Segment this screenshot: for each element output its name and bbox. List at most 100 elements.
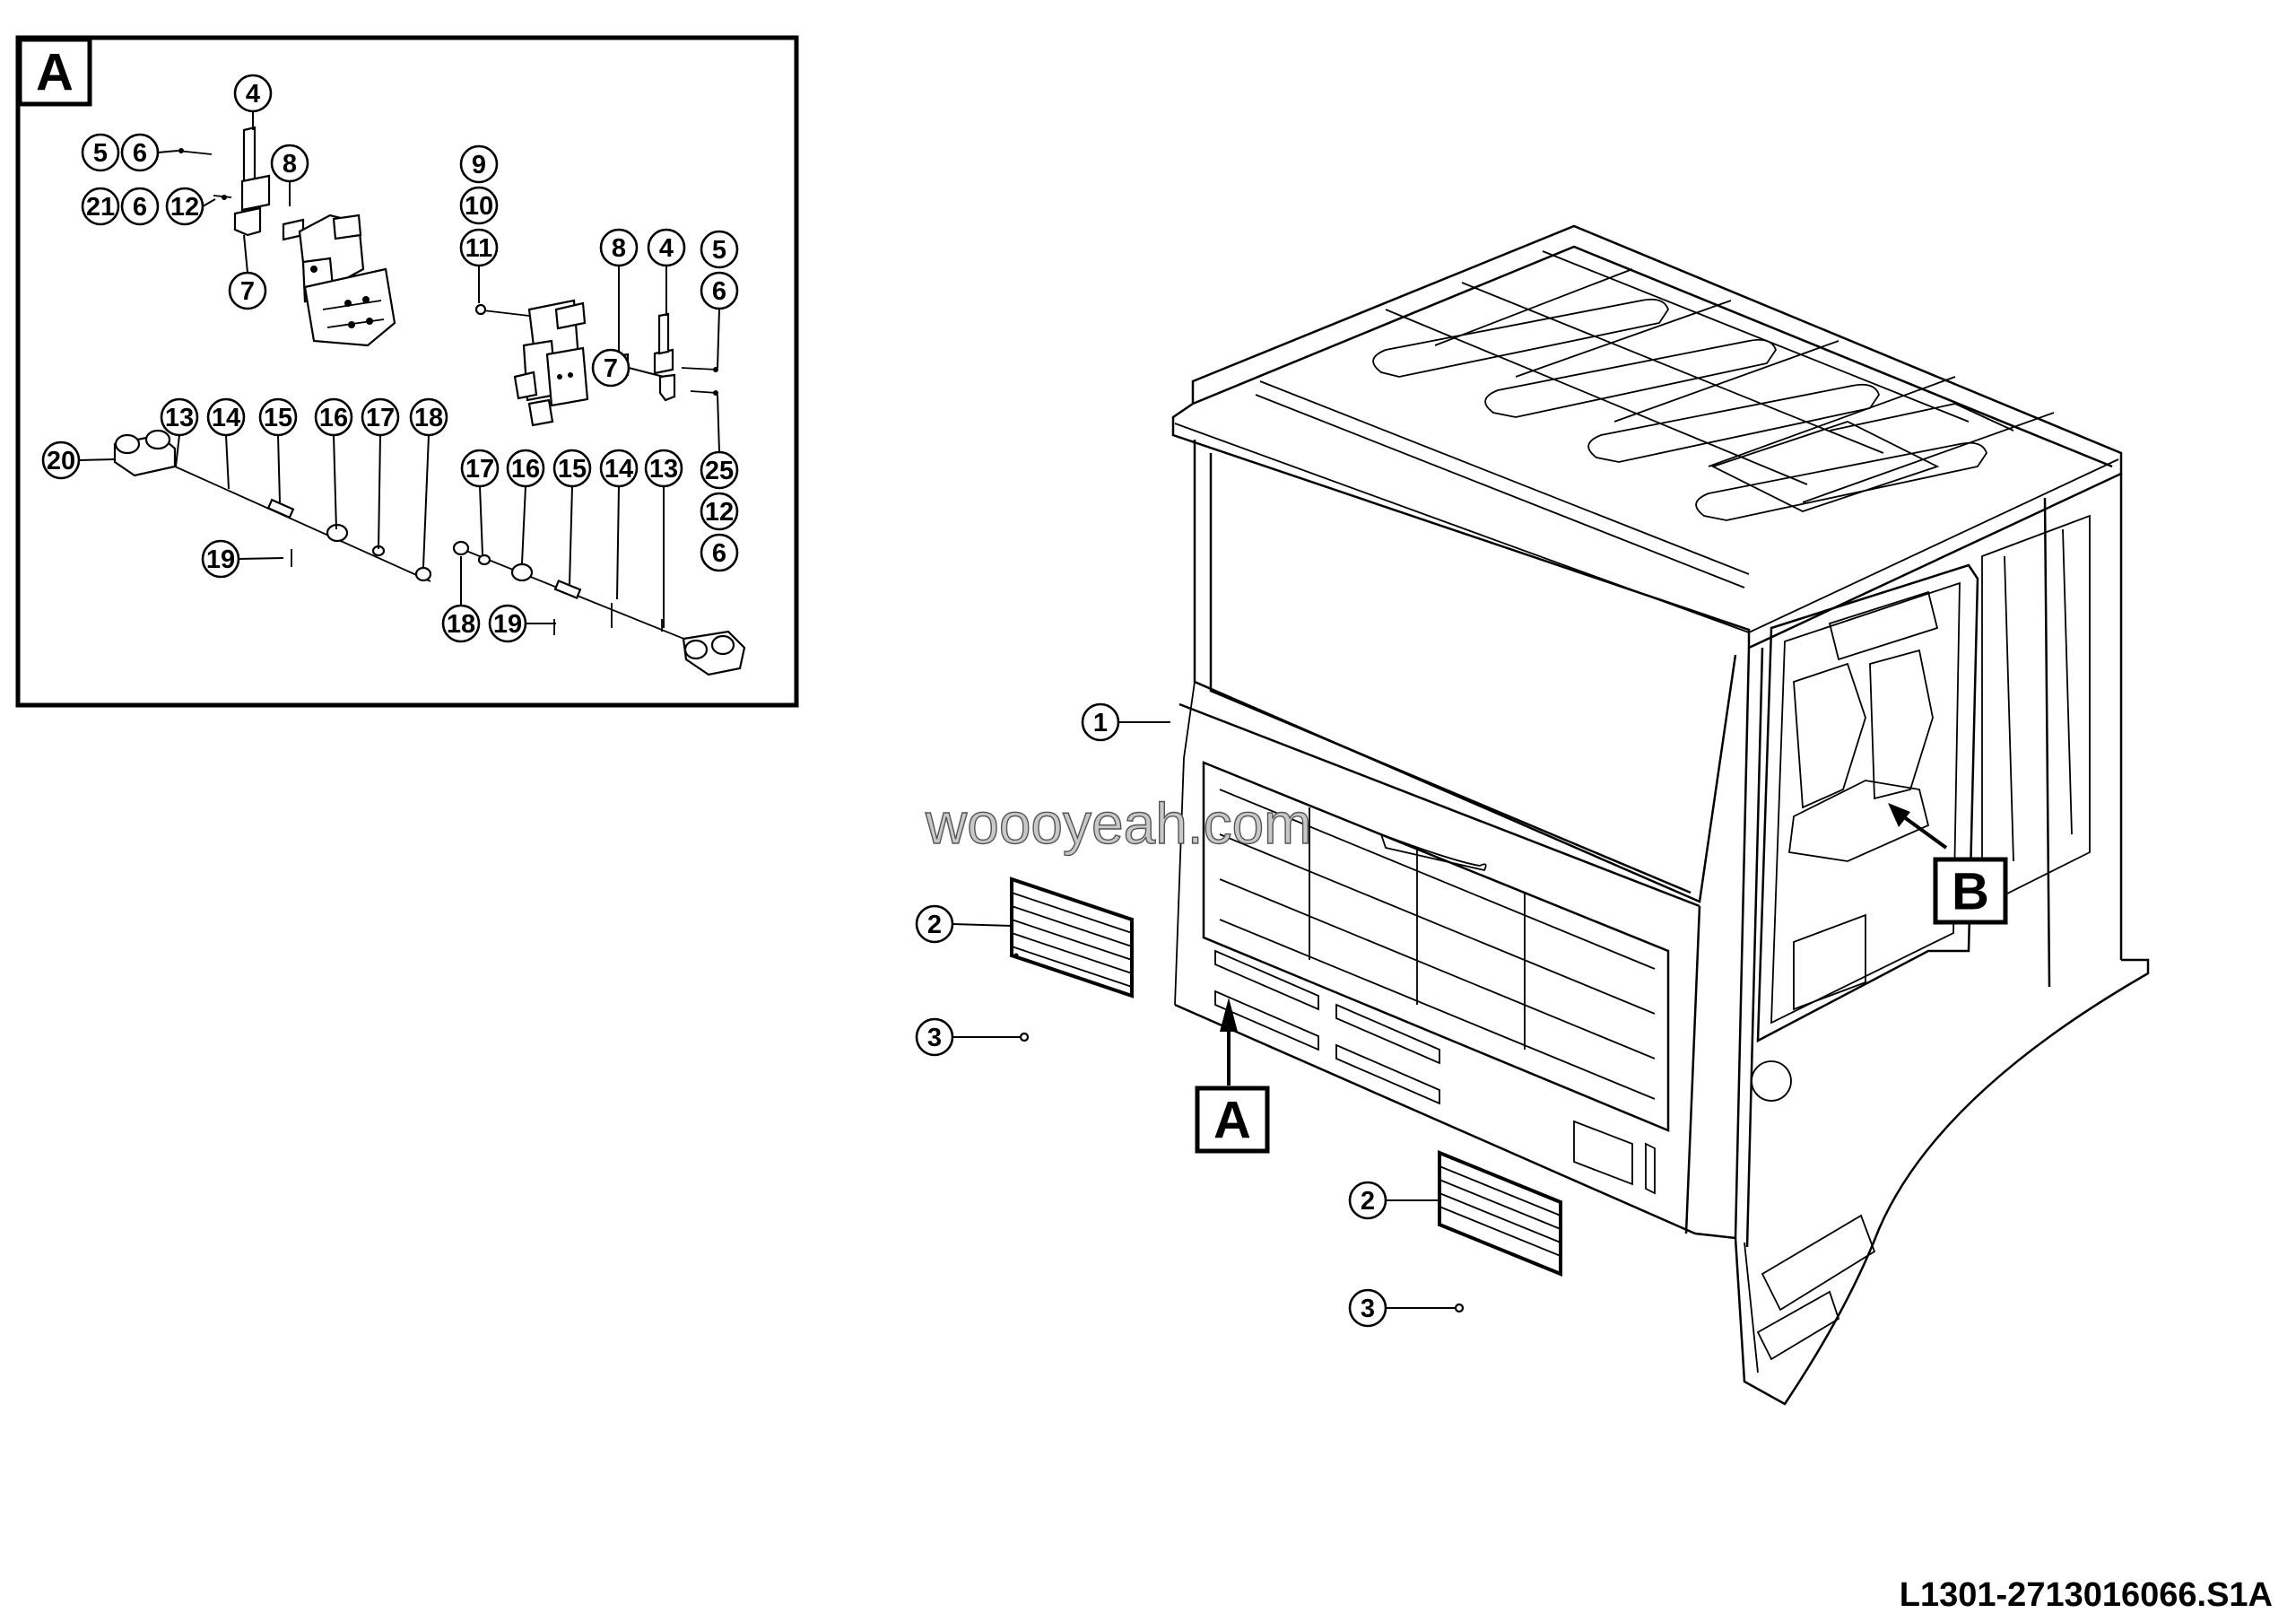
callout-number: 13 (649, 455, 678, 484)
callout-circle (552, 449, 592, 488)
callout-number: 3 (927, 1024, 942, 1052)
leader-line-e_7 (628, 367, 665, 378)
leader-line-h_19 (238, 557, 284, 560)
callout-circle (599, 449, 639, 488)
callout-circle (915, 1017, 954, 1057)
callout-number: 2 (927, 911, 942, 939)
detail-b-reference-label: B (1952, 863, 1989, 921)
leader-line-e_25 (717, 394, 720, 453)
callout-h-18: 18 (409, 397, 448, 437)
callout-circle (459, 144, 499, 184)
callout-number: 16 (511, 455, 540, 484)
callout-m-2a: 2 (915, 904, 954, 944)
leader-line-d_6a (157, 150, 178, 153)
callout-number: 11 (465, 234, 493, 263)
cab-main-view (1010, 224, 2150, 1406)
callout-number: 15 (558, 455, 587, 484)
callout-d-4: 4 (233, 74, 273, 113)
callout-circle (41, 440, 81, 480)
callout-number: 21 (86, 193, 115, 222)
callout-circle (233, 74, 273, 113)
callout-number: 2 (1361, 1187, 1375, 1216)
callout-circle (591, 348, 631, 388)
callout-d-6b: 6 (120, 187, 160, 226)
leader-line-d_7 (243, 234, 248, 274)
callout-i-17: 17 (460, 449, 500, 488)
callout-h-15: 15 (258, 397, 298, 437)
callout-h-19: 19 (201, 539, 240, 579)
leader-line-h_20 (78, 458, 116, 461)
callout-e-12: 12 (700, 492, 739, 531)
callout-number: 8 (283, 150, 297, 179)
callout-i-16: 16 (506, 449, 545, 488)
leader-line-h_15 (277, 434, 281, 503)
callout-number: 14 (212, 404, 240, 432)
callout-number: 17 (366, 404, 395, 432)
leader-line-d_12 (202, 198, 216, 207)
leader-line-h_13 (175, 434, 180, 467)
callout-circle (488, 604, 527, 643)
detail-b-reference-tag: B (1933, 857, 2008, 925)
leader-line-i_14 (616, 485, 620, 600)
callout-circle (915, 904, 954, 944)
callout-i-15: 15 (552, 449, 592, 488)
callout-e-25: 25 (700, 450, 739, 490)
callout-m-3b: 3 (1348, 1288, 1387, 1328)
callout-circle (206, 397, 246, 437)
detail-view-tag-label: A (36, 44, 74, 102)
callout-number: 6 (712, 539, 726, 568)
drawing-reference: L1301-2713016066.S1A (1900, 1576, 2273, 1614)
leader-line-i_16 (521, 485, 526, 564)
leader-line-i_17 (479, 485, 483, 555)
callout-number: 4 (246, 80, 260, 109)
watermark: woooyeah.com (925, 791, 1311, 856)
callout-e-6b: 6 (700, 533, 739, 572)
callout-circle (120, 187, 160, 226)
callout-d-7: 7 (228, 271, 267, 310)
hinge-lower-left (113, 429, 432, 582)
detail-view-tag: A (17, 37, 92, 107)
callout-i-13: 13 (644, 449, 683, 488)
callout-number: 7 (240, 277, 255, 306)
callout-circle (270, 144, 309, 183)
hinge-bracket-upper-left (177, 126, 396, 347)
callout-circle (409, 397, 448, 437)
callout-number: 25 (705, 457, 734, 485)
callout-circle (160, 397, 199, 437)
callout-circle (700, 492, 739, 531)
callout-number: 1 (1093, 709, 1108, 737)
callout-e-11: 11 (459, 228, 499, 267)
callout-e-4: 4 (647, 228, 686, 267)
callout-number: 12 (170, 193, 199, 222)
callout-number: 7 (604, 354, 618, 383)
callout-circle (459, 186, 499, 225)
callout-number: 12 (705, 498, 734, 527)
callout-circle (1348, 1288, 1387, 1328)
callout-h-14: 14 (206, 397, 246, 437)
callout-number: 5 (712, 236, 726, 265)
callout-circle (700, 230, 739, 269)
callout-e-10: 10 (459, 186, 499, 225)
callout-i-19: 19 (488, 604, 527, 643)
hinge-lower-right (452, 540, 746, 676)
callout-number: 6 (133, 139, 147, 168)
callout-d-12: 12 (165, 187, 204, 226)
callout-circle (700, 450, 739, 490)
callout-circle (700, 533, 739, 572)
callout-number: 14 (604, 455, 633, 484)
callout-number: 3 (1361, 1295, 1375, 1323)
louver-cover-right (1438, 1150, 1562, 1277)
callout-circle (165, 187, 204, 226)
leader-line-i_15 (569, 485, 573, 586)
callout-m-3a: 3 (915, 1017, 954, 1057)
callout-number: 18 (414, 404, 443, 432)
callout-e-8: 8 (599, 228, 639, 267)
callout-h-17: 17 (361, 397, 400, 437)
callout-h-13: 13 (160, 397, 199, 437)
leader-lines (78, 111, 1455, 1309)
callout-circle (459, 228, 499, 267)
callout-circle (258, 397, 298, 437)
callout-circle (460, 449, 500, 488)
